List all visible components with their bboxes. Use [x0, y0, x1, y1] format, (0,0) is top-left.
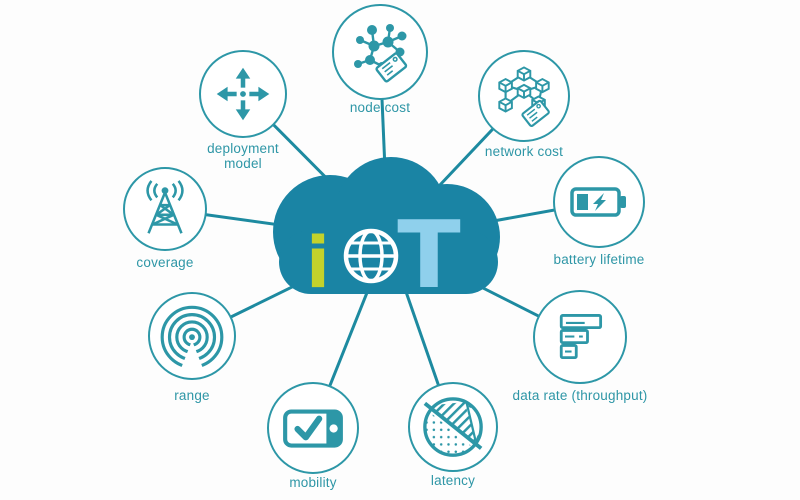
label-deployment-model: deployment model	[207, 141, 279, 171]
node-data-rate	[533, 290, 627, 384]
globe-icon	[343, 228, 399, 284]
label-data-rate: data rate (throughput)	[512, 388, 648, 403]
battery-charge-icon	[570, 187, 626, 217]
four-way-arrows-icon	[216, 67, 270, 121]
node-battery-lifetime	[553, 156, 645, 248]
signal-rings-icon	[160, 305, 224, 372]
cube-network-price-tag-icon	[498, 66, 550, 127]
node-network-cost	[478, 50, 570, 142]
cloud-shape	[273, 157, 500, 294]
label-latency: latency	[430, 473, 476, 488]
stacked-bars-icon	[559, 314, 603, 360]
label-mobility: mobility	[289, 475, 337, 490]
node-latency	[408, 382, 498, 472]
label-node-cost: node cost	[349, 100, 411, 115]
node-node-cost	[332, 4, 428, 100]
node-deployment-model	[199, 50, 287, 138]
device-check-icon	[283, 409, 343, 448]
label-range: range	[174, 388, 210, 403]
node-coverage	[123, 167, 207, 251]
node-range	[148, 292, 236, 380]
radio-tower-icon	[146, 180, 184, 234]
node-mobility	[267, 382, 359, 474]
iot-letter-i: i	[306, 222, 330, 304]
label-coverage: coverage	[136, 255, 194, 270]
iot-letter-t: T	[397, 201, 460, 309]
label-network-cost: network cost	[484, 144, 564, 159]
label-battery-lifetime: battery lifetime	[553, 252, 645, 267]
clock-slash-icon	[423, 397, 483, 457]
molecule-price-tag-icon	[354, 24, 408, 83]
